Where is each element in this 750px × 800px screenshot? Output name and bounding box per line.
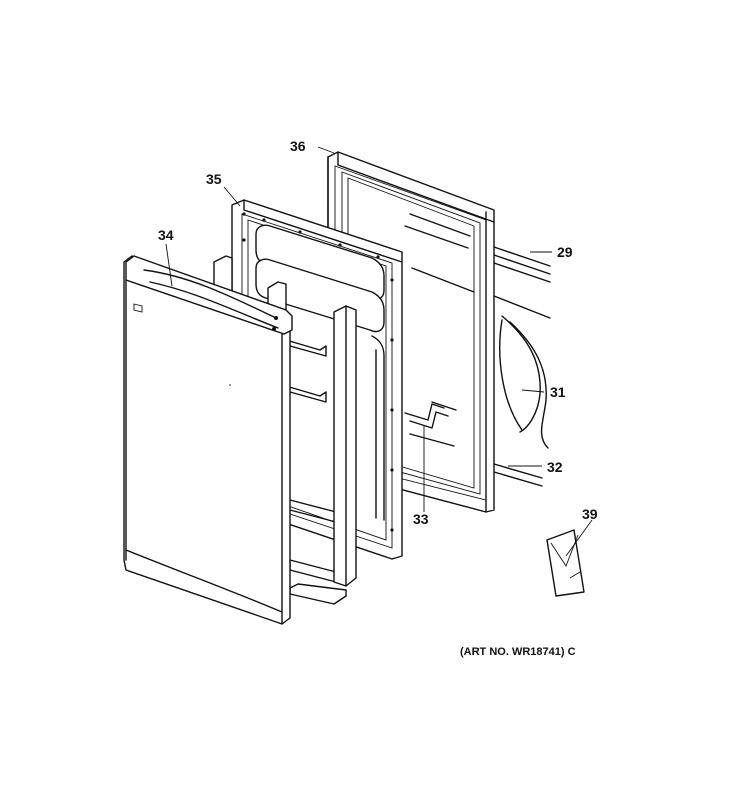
callout-31: 31: [550, 384, 566, 400]
part-39-envelope-icon: [546, 529, 585, 597]
art-number: (ART NO. WR18741) C: [460, 646, 576, 658]
callout-34: 34: [158, 227, 174, 243]
callout-29: 29: [557, 244, 573, 260]
callout-33: 33: [413, 511, 429, 527]
part-29-shelf-rail: [493, 246, 551, 319]
part-33-wire-rack: [404, 401, 457, 447]
part-34-outer-door: [123, 255, 293, 625]
callout-32: 32: [547, 459, 563, 475]
callout-35: 35: [206, 171, 222, 187]
part-32-bottom-rail: [493, 463, 543, 487]
callout-39: 39: [582, 506, 598, 522]
part-31-retainer-bar: [499, 315, 549, 449]
callout-36: 36: [290, 138, 306, 154]
leader-lines: [165, 146, 593, 557]
